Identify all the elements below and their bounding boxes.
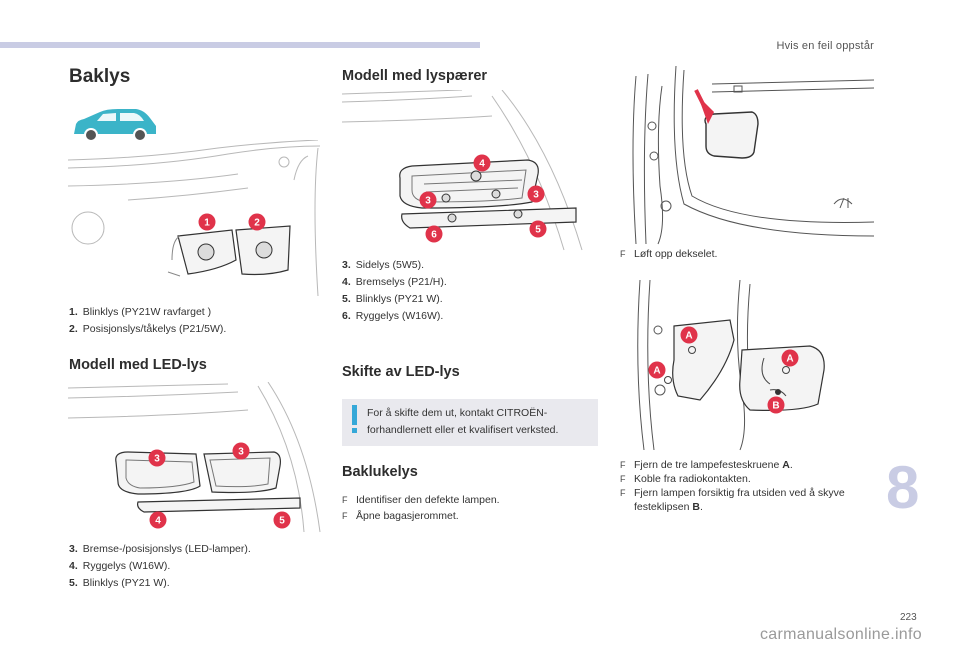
page-number: 223 bbox=[900, 612, 917, 623]
callout-B: B bbox=[767, 396, 785, 414]
info-box: For å skifte dem ut, kontakt CITROËN-for… bbox=[342, 399, 598, 446]
svg-text:5: 5 bbox=[535, 225, 541, 236]
list-item: 5.Blinklys (PY21 W). bbox=[69, 577, 170, 589]
callout-3-left: 3 bbox=[148, 449, 166, 467]
check-mark: F bbox=[620, 460, 626, 470]
check-mark: F bbox=[620, 474, 626, 484]
callout-A-right: A bbox=[781, 349, 799, 367]
section-title-bulbs: Modell med lyspærer bbox=[342, 68, 488, 84]
led-lamp-illustration bbox=[68, 382, 321, 533]
callout-4: 4 bbox=[149, 511, 167, 529]
list-item: 6.Ryggelys (W16W). bbox=[342, 310, 444, 322]
callout-A-top: A bbox=[680, 326, 698, 344]
list-item: 3.Sidelys (5W5). bbox=[342, 259, 425, 271]
chapter-number: 8 bbox=[886, 454, 920, 521]
section-title-baklukelys: Baklukelys bbox=[342, 464, 418, 480]
chapter-header-title: Hvis en feil oppstår bbox=[776, 40, 874, 52]
callouts-baklys: 1 2 bbox=[198, 213, 266, 231]
info-icon bbox=[352, 405, 357, 425]
callouts-led: 3 3 4 5 bbox=[148, 442, 291, 529]
trunk-cover-illustration bbox=[632, 66, 875, 245]
list-item: 3.Bremse-/posisjonslys (LED-lamper). bbox=[69, 543, 251, 555]
list-item: 2.Posisjonslys/tåkelys (P21/5W). bbox=[69, 323, 227, 335]
svg-text:3: 3 bbox=[533, 190, 539, 201]
callouts-bulbs: 4 3 3 6 5 bbox=[419, 154, 547, 243]
led-legend: 3.Bremse-/posisjonslys (LED-lamper). 4.R… bbox=[69, 541, 251, 592]
info-text: For å skifte dem ut, kontakt CITROËN-for… bbox=[367, 407, 559, 436]
callout-6: 6 bbox=[425, 225, 443, 243]
svg-text:B: B bbox=[772, 401, 779, 412]
callout-3-right: 3 bbox=[232, 442, 250, 460]
svg-text:4: 4 bbox=[155, 516, 161, 527]
svg-text:3: 3 bbox=[154, 454, 160, 465]
svg-text:3: 3 bbox=[425, 196, 431, 207]
svg-text:6: 6 bbox=[431, 230, 437, 241]
callout-4: 4 bbox=[473, 154, 491, 172]
svg-text:4: 4 bbox=[479, 159, 485, 170]
section-title-led: Modell med LED-lys bbox=[69, 357, 207, 373]
callout-2: 2 bbox=[248, 213, 266, 231]
callout-5: 5 bbox=[529, 220, 547, 238]
check-mark: F bbox=[342, 511, 348, 521]
check-mark: F bbox=[342, 495, 348, 505]
section-title-led-change: Skifte av LED-lys bbox=[342, 364, 460, 380]
svg-text:A: A bbox=[685, 331, 692, 342]
svg-text:2: 2 bbox=[254, 218, 260, 229]
bulbs-legend: 3.Sidelys (5W5). 4.Bremselys (P21/H). 5.… bbox=[342, 257, 447, 325]
svg-text:3: 3 bbox=[238, 447, 244, 458]
tail-lamp-illustration bbox=[68, 140, 321, 297]
callout-A-left: A bbox=[648, 361, 666, 379]
svg-text:5: 5 bbox=[279, 516, 285, 527]
list-item: 5.Blinklys (PY21 W). bbox=[342, 293, 443, 305]
watermark-link[interactable]: carmanualsonline.info bbox=[760, 626, 922, 643]
list-item: 4.Ryggelys (W16W). bbox=[69, 560, 171, 572]
car-icon bbox=[74, 109, 156, 142]
check-mark: F bbox=[620, 488, 626, 498]
svg-text:A: A bbox=[653, 366, 660, 377]
svg-text:A: A bbox=[786, 354, 793, 365]
callout-3-right: 3 bbox=[527, 185, 545, 203]
callouts-lamp-removal: A A A B bbox=[648, 326, 799, 414]
svg-text:1: 1 bbox=[204, 218, 210, 229]
baklys-legend: 1.Blinklys (PY21W ravfarget ) 2.Posisjon… bbox=[69, 304, 226, 338]
list-item: 1.Blinklys (PY21W ravfarget ) bbox=[69, 306, 212, 318]
info-icon-dot bbox=[352, 428, 357, 433]
callout-3-left: 3 bbox=[419, 191, 437, 209]
list-item: 4.Bremselys (P21/H). bbox=[342, 276, 447, 288]
section-title-baklys: Baklys bbox=[69, 66, 131, 87]
check-mark: F bbox=[620, 249, 626, 259]
header-bar bbox=[0, 42, 480, 48]
callout-5: 5 bbox=[273, 511, 291, 529]
callout-1: 1 bbox=[198, 213, 216, 231]
